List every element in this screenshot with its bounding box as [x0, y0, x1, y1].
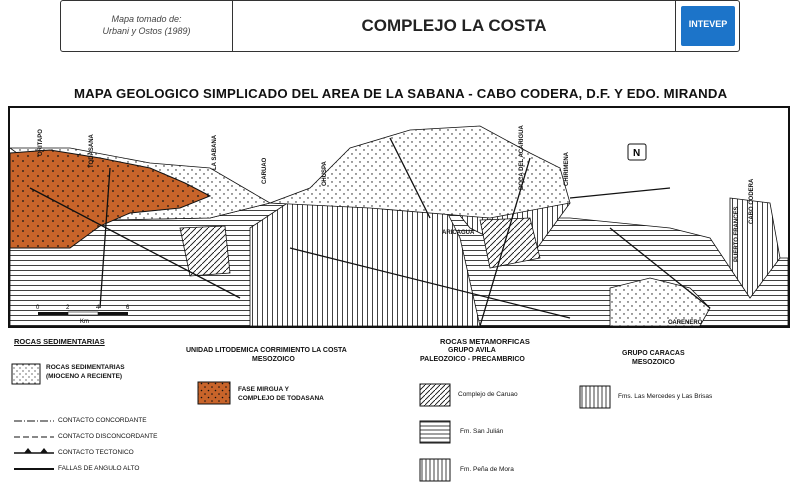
mercedes-east: [729, 197, 781, 299]
fault-lines: [29, 137, 711, 326]
mirgua-area: [10, 149, 212, 249]
geologic-map: N 0 2 4 6 Km ORITAPO TODASANA LA SABANA …: [8, 106, 790, 328]
legend-pena-mora: Fm. Peña de Mora: [460, 466, 514, 473]
source-note-line1: Mapa tomado de:: [111, 14, 182, 24]
unit-heading-line1: UNIDAD LITODEMICA CORRIMIENTO LA COSTA: [186, 347, 347, 354]
avila-line1: GRUPO AVILA: [448, 347, 496, 354]
swatch-san-julian: [419, 420, 451, 444]
legend-caruao: Complejo de Caruao: [458, 391, 518, 398]
legend-contact-disconcordante: CONTACTO DISCONCORDANTE: [58, 433, 158, 440]
caruao-patch2: [479, 217, 541, 269]
legend-mercedes: Fms. Las Mercedes y Las Brisas: [618, 393, 713, 400]
label-carenero: CARENERO: [668, 320, 703, 326]
legend-sed-line2: (MIOCENO A RECIENTE): [46, 373, 123, 380]
scale-tick-6: 6: [126, 305, 130, 311]
label-aricagua: ARICAGUA: [442, 230, 475, 236]
caracas-line2: MESOZOICO: [632, 359, 675, 366]
scale-unit: Km: [80, 319, 89, 325]
logo-text: INTEVEP: [688, 19, 728, 29]
unit-heading-line2: MESOZOICO: [252, 356, 295, 363]
legend-contact-tectonico: CONTACTO TECTONICO: [58, 449, 134, 456]
swatch-caruao: [419, 383, 451, 407]
legend-san-julian: Fm. San Julián: [460, 428, 504, 435]
swatch-mirgua: [197, 381, 231, 405]
source-note: Mapa tomado de: Urbani y Ostos (1989): [61, 1, 233, 51]
map-svg: N 0 2 4 6 Km: [10, 108, 788, 326]
map-title: MAPA GEOLOGICO SIMPLICADO DEL AREA DE LA…: [74, 86, 728, 101]
scale-tick-0: 0: [36, 305, 40, 311]
source-note-line2: Urbani y Ostos (1989): [102, 26, 191, 36]
swatch-sedimentary: [11, 363, 41, 385]
legend-mirgua-line2: COMPLEJO DE TODASANA: [238, 395, 324, 402]
intevep-logo: INTEVEP: [681, 6, 735, 46]
logo-cell: INTEVEP: [675, 1, 740, 51]
legend-fallas: FALLAS DE ANGULO ALTO: [58, 465, 140, 472]
page-title: COMPLEJO LA COSTA: [361, 16, 547, 35]
scale-bar: 0 2 4 6 Km: [36, 305, 130, 325]
caruao-patch: [179, 225, 231, 277]
header-box: Mapa tomado de: Urbani y Ostos (1989) CO…: [60, 0, 740, 52]
north-arrow: N: [627, 143, 647, 161]
sedimentary-heading: ROCAS SEDIMENTARIAS: [14, 337, 105, 346]
swatch-pena-mora: [419, 458, 451, 482]
scale-tick-4: 4: [96, 305, 100, 311]
caracas-line1: GRUPO CARACAS: [622, 350, 685, 357]
avila-line2: PALEOZOICO - PRECAMBRICO: [420, 356, 525, 363]
metamorphic-heading: ROCAS METAMORFICAS: [440, 337, 530, 346]
legend-mirgua-line1: FASE MIRGUA Y: [238, 386, 289, 393]
legend-sed-line1: ROCAS SEDIMENTARIAS: [46, 364, 125, 371]
legend-contact-concordante: CONTACTO CONCORDANTE: [58, 417, 147, 424]
north-label: N: [633, 148, 640, 159]
swatch-mercedes: [579, 385, 611, 409]
scale-tick-2: 2: [66, 305, 70, 311]
